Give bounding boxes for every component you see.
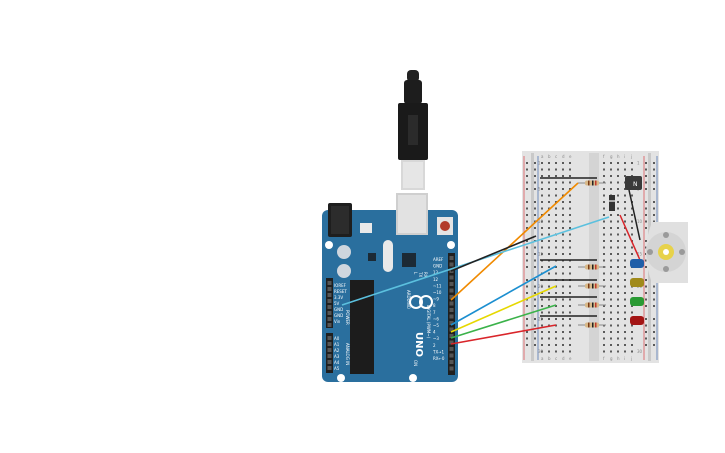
analog-pin-label: A5 — [334, 366, 340, 371]
breadboard-column-letter: h — [617, 154, 620, 159]
svg-text:N: N — [633, 181, 638, 188]
power-pin-label: RESET — [334, 289, 347, 294]
breadboard-column-letter: h — [617, 356, 620, 361]
breadboard-column-letter: d — [562, 154, 565, 159]
digital-header-title: DIGITAL (PWM~) — [426, 305, 431, 339]
breadboard-row-number: 20 — [538, 284, 544, 289]
motor-label: M — [663, 254, 664, 256]
power-header-title: POWER — [345, 310, 350, 325]
power-pin-label: Vin — [334, 319, 341, 324]
diode-block[interactable]: N — [625, 176, 642, 190]
breadboard-column-letter: b — [548, 356, 551, 361]
digital-pin-label: TX→1 — [432, 349, 445, 354]
breadboard-row-number: 30 — [637, 349, 643, 354]
power-pin-label: GND — [334, 313, 343, 318]
analog-pin-label: A4 — [334, 360, 340, 365]
breadboard-column-letter: a — [541, 356, 544, 361]
arduino-uno-board[interactable]: UNO ARDUINO POWER ANALOG IN DIGITAL (PWM… — [322, 193, 458, 382]
breadboard-row-number: 5 — [538, 187, 541, 192]
board-model-label: UNO — [413, 332, 424, 357]
power-pin-label: 5V — [334, 301, 340, 306]
leds[interactable] — [630, 259, 644, 325]
breadboard-column-letter: g — [610, 356, 613, 361]
breadboard-row-number: 15 — [637, 252, 643, 257]
resistor[interactable] — [578, 180, 606, 186]
wire-black — [450, 235, 537, 272]
breadboard-column-letter: b — [548, 154, 551, 159]
digital-pin-label: RX←0 — [433, 356, 445, 361]
digital-pin-label: 12 — [433, 277, 439, 282]
breadboard-column-letter: d — [562, 356, 565, 361]
digital-pin-label: AREF — [433, 257, 444, 262]
digital-pin-label: ~11 — [433, 283, 442, 288]
led-blue — [630, 259, 644, 268]
breadboard-row-number: 25 — [538, 317, 544, 322]
breadboard-row-number: 1 — [538, 161, 541, 166]
usb-cable[interactable] — [398, 70, 428, 190]
breadboard-column-letter: a — [541, 154, 544, 159]
breadboard-row-number: 10 — [538, 219, 544, 224]
wire-blue — [450, 265, 557, 326]
digital-pin-label: ~5 — [433, 323, 439, 328]
breadboard-row-number: 30 — [538, 349, 544, 354]
breadboard-row-number: 15 — [538, 252, 544, 257]
breadboard-column-letter: g — [610, 154, 613, 159]
breadboard-row-number: 10 — [637, 219, 643, 224]
wire-yellow — [450, 285, 557, 333]
digital-pin-label: ~6 — [433, 316, 439, 321]
board-brand-label: ARDUINO — [406, 290, 411, 309]
board-led-label: RX — [423, 272, 428, 278]
transistor[interactable] — [609, 195, 615, 211]
on-label: ON — [413, 360, 418, 366]
breadboard-column-letter: f — [603, 154, 605, 159]
led-red — [630, 316, 644, 325]
analog-pin-label: A2 — [334, 348, 340, 353]
digital-pin-label: GND — [433, 264, 442, 269]
resistor[interactable] — [578, 302, 606, 308]
led-yellow — [630, 278, 644, 287]
breadboard-jumpers — [540, 177, 597, 317]
analog-pin-label: A1 — [334, 342, 340, 347]
power-pin-label: 3.3V — [334, 295, 343, 300]
digital-pin-label: ~10 — [433, 290, 442, 295]
resistor[interactable] — [578, 283, 606, 289]
digital-pin-label: ~3 — [433, 336, 439, 341]
breadboard-column-letter: i — [624, 356, 625, 361]
resistor[interactable] — [578, 322, 606, 328]
breadboard-column-letter: f — [603, 356, 605, 361]
breadboard-column-letter: e — [569, 154, 572, 159]
digital-pin-label: 13 — [433, 270, 439, 275]
breadboard-row-number: 1 — [637, 161, 640, 166]
resistor[interactable] — [578, 264, 606, 270]
digital-pin-label: ~9 — [433, 297, 439, 302]
analog-pin-label: A3 — [334, 354, 340, 359]
digital-pin-label: 4 — [433, 330, 436, 335]
wire-green — [450, 304, 557, 339]
wire-orange — [450, 182, 579, 301]
resistors[interactable] — [578, 180, 606, 328]
power-pin-label: GND — [334, 307, 343, 312]
digital-pin-label: 7 — [433, 310, 436, 315]
breadboard-column-letter: c — [555, 154, 557, 159]
breadboard-column-letter: j — [630, 154, 632, 159]
board-led-label: TX — [418, 271, 423, 277]
analog-header-title: ANALOG IN — [345, 343, 350, 365]
digital-pin-label: 2 — [433, 343, 436, 348]
wire-red — [450, 324, 557, 345]
power-pin-label: IOREF — [334, 283, 347, 288]
led-green — [630, 297, 644, 306]
analog-pin-label: A0 — [334, 336, 340, 341]
breadboard-column-letter: c — [555, 356, 557, 361]
breadboard-column-letter: j — [630, 356, 632, 361]
board-led-label: L — [413, 272, 418, 275]
digital-pin-label: 8 — [433, 303, 436, 308]
jumper-wires[interactable] — [341, 182, 610, 345]
arduino-logo — [409, 295, 433, 309]
breadboard-column-letter: e — [569, 356, 572, 361]
breadboard-column-letter: i — [624, 154, 625, 159]
dc-motor[interactable]: M — [619, 189, 688, 283]
